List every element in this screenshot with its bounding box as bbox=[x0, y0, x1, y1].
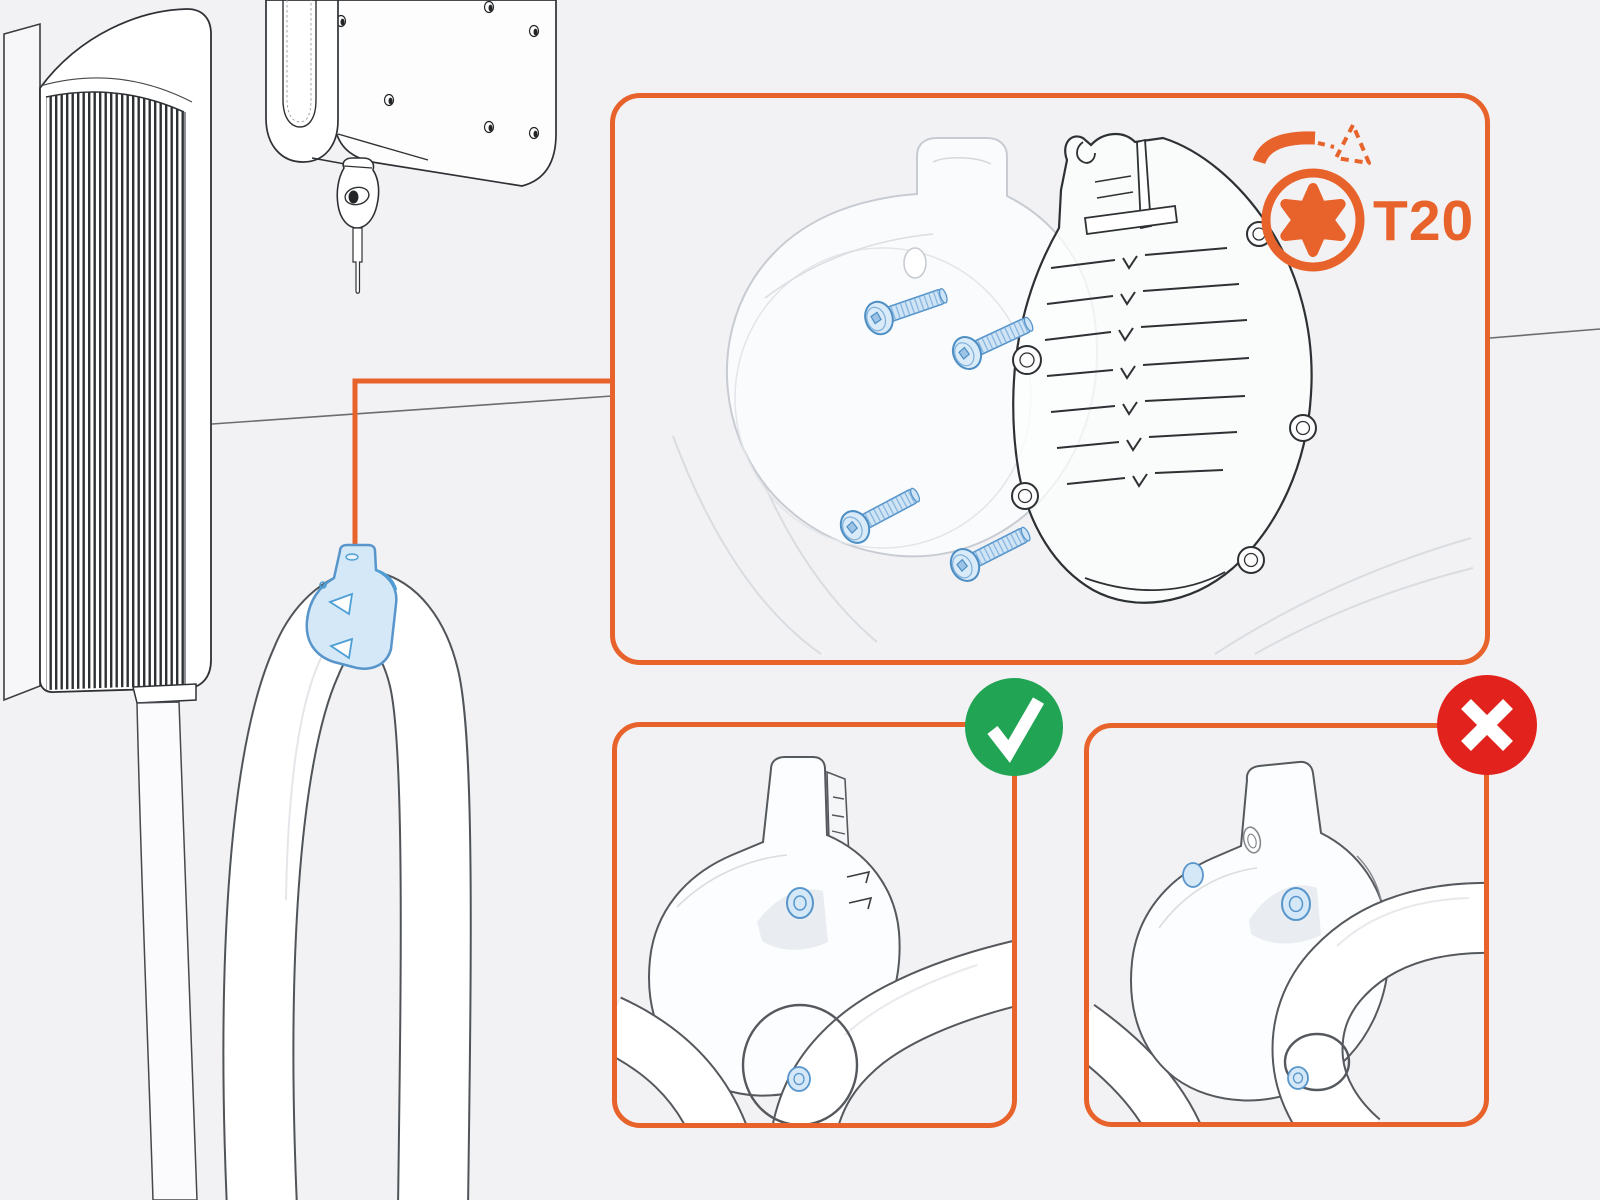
t20-badge: T20 bbox=[1252, 123, 1474, 272]
checkmark-icon bbox=[987, 697, 1045, 763]
charging-cable-loop bbox=[222, 569, 472, 1200]
cable-over-hook bbox=[1271, 881, 1484, 1122]
charger-fins bbox=[46, 92, 184, 690]
torx-bit-ring bbox=[1261, 168, 1365, 272]
detail-panel: T20 bbox=[610, 93, 1490, 665]
correct-panel bbox=[612, 722, 1017, 1128]
cross-badge bbox=[1437, 675, 1537, 775]
tighten-arrow-arc bbox=[1252, 131, 1316, 165]
cross-icon bbox=[1461, 699, 1513, 751]
screw-head bbox=[787, 1066, 811, 1092]
ev-charger bbox=[39, 8, 212, 1200]
cable-hook-highlight bbox=[305, 543, 398, 670]
t20-label: T20 bbox=[1373, 189, 1474, 253]
correct-illustration bbox=[617, 756, 1012, 1123]
cable-through-hook bbox=[772, 940, 1012, 1123]
checkmark-badge bbox=[965, 678, 1063, 776]
lock-and-key bbox=[336, 157, 380, 294]
leader-line bbox=[352, 378, 613, 553]
screw-head bbox=[1182, 862, 1311, 921]
hook-back-plate bbox=[1011, 133, 1317, 604]
mounting-plate bbox=[333, 0, 557, 187]
tighten-arrow-dash bbox=[1317, 141, 1335, 149]
screw-head bbox=[786, 887, 814, 919]
screw-head bbox=[1287, 1066, 1309, 1090]
hook-ring-edge bbox=[1283, 1032, 1351, 1092]
incorrect-illustration bbox=[1089, 760, 1484, 1122]
wall-edge-strip bbox=[3, 22, 41, 702]
exploded-view-illustration: T20 bbox=[672, 123, 1474, 655]
cable-rear-strand bbox=[1089, 1003, 1201, 1122]
wall-edge-line bbox=[211, 328, 1600, 425]
tighten-arrowhead-icon bbox=[1334, 123, 1371, 165]
handle-holster bbox=[265, 0, 429, 167]
torx-bit-icon bbox=[1280, 183, 1346, 257]
hook-ring-edge bbox=[741, 1003, 859, 1123]
ghost-shell bbox=[725, 137, 1098, 558]
cable-drop-from-charger bbox=[136, 701, 198, 1200]
cable-front-strand bbox=[617, 996, 747, 1123]
incorrect-panel bbox=[1084, 723, 1489, 1127]
